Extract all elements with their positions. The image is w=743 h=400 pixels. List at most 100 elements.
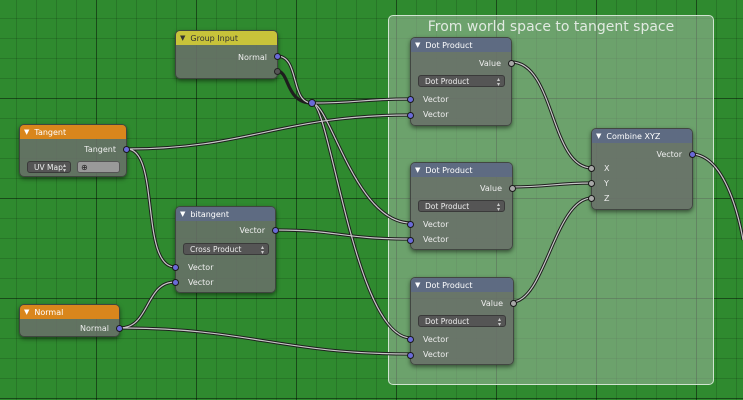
triangle-down-icon[interactable]: ▼	[596, 132, 602, 140]
input-label-vector: Vector	[188, 263, 214, 272]
updown-arrows-icon: ▴▾	[62, 162, 66, 174]
node-dot-product-1[interactable]: ▼ Dot Product Value Dot Product ▴▾ Vecto…	[407, 37, 515, 126]
socket-value-out[interactable]	[510, 300, 517, 307]
node-tangent[interactable]: ▼ Tangent Tangent UV Map ▴▾ ⊕	[19, 124, 130, 177]
node-title: Normal	[34, 307, 64, 317]
node-group-input[interactable]: ▼ Group Input Normal	[175, 30, 281, 79]
link	[126, 114, 412, 150]
input-label-vector: Vector	[188, 278, 214, 287]
link-shadow	[276, 69, 313, 105]
output-label-normal: Normal	[238, 53, 267, 62]
socket-x-in[interactable]	[588, 165, 595, 172]
link-shadow	[119, 326, 412, 356]
node-title: Dot Product	[425, 40, 473, 50]
socket-vector-out[interactable]	[272, 227, 279, 234]
node-title: Tangent	[34, 127, 67, 137]
node-combine-xyz[interactable]: ▼ Combine XYZ Vector X Y Z	[588, 128, 696, 210]
node-title: bitangent	[190, 209, 230, 219]
operation-dropdown[interactable]: Dot Product ▴▾	[418, 315, 506, 328]
node-title: Combine XYZ	[606, 131, 661, 141]
link	[276, 55, 313, 104]
node-title: Dot Product	[425, 280, 473, 290]
node-dot-product-2[interactable]: ▼ Dot Product Value Dot Product ▴▾ Vecto…	[407, 162, 516, 250]
link	[126, 148, 176, 268]
socket-value-out[interactable]	[508, 60, 515, 67]
socket-vector-in[interactable]	[407, 336, 414, 343]
input-label-y: Y	[604, 179, 609, 188]
triangle-down-icon[interactable]: ▼	[415, 41, 421, 49]
dropdown-value: Dot Product	[425, 76, 470, 86]
operation-dropdown[interactable]: Dot Product ▴▾	[418, 75, 505, 88]
socket-normal-out[interactable]	[116, 325, 123, 332]
input-label-x: X	[604, 164, 610, 173]
dropdown-value: Dot Product	[425, 201, 470, 211]
link	[119, 281, 176, 329]
socket-tangent-out[interactable]	[123, 146, 130, 153]
link-shadow	[126, 147, 176, 269]
node-title: Dot Product	[425, 165, 473, 175]
node-header[interactable]: ▼ Dot Product	[411, 38, 511, 52]
socket-vector-in[interactable]	[407, 96, 414, 103]
uv-map-dropdown[interactable]: UV Map ▴▾	[27, 161, 71, 174]
socket-value-out[interactable]	[509, 185, 516, 192]
frame-label: From world space to tangent space	[427, 19, 675, 35]
output-label-value: Value	[481, 299, 503, 308]
triangle-down-icon[interactable]: ▼	[180, 210, 186, 218]
socket-vector-in[interactable]	[407, 352, 414, 359]
reroute-node	[308, 99, 316, 107]
link-shadow	[126, 113, 412, 151]
input-label-vector: Vector	[423, 235, 449, 244]
dropdown-value: UV Map	[34, 162, 63, 172]
triangle-down-icon[interactable]: ▼	[24, 308, 30, 316]
operation-dropdown[interactable]: Cross Product ▴▾	[183, 243, 269, 256]
node-title: Group Input	[190, 33, 239, 43]
uv-map-icon: ⊕	[81, 163, 88, 172]
node-header[interactable]: ▼ Normal	[20, 305, 119, 319]
socket-empty-out[interactable]	[274, 68, 281, 75]
triangle-down-icon[interactable]: ▼	[415, 281, 421, 289]
updown-arrows-icon: ▴▾	[497, 316, 501, 328]
triangle-down-icon[interactable]: ▼	[24, 128, 30, 136]
link-shadow	[276, 54, 313, 105]
node-header[interactable]: ▼ bitangent	[176, 207, 275, 221]
link-shadow	[119, 280, 176, 330]
output-label-tangent: Tangent	[84, 145, 116, 154]
input-label-vector: Vector	[423, 110, 449, 119]
node-dot-product-3[interactable]: ▼ Dot Product Value Dot Product ▴▾ Vecto…	[407, 277, 517, 365]
socket-vector-in[interactable]	[172, 279, 179, 286]
node-header[interactable]: ▼ Group Input	[176, 31, 277, 45]
link	[119, 327, 412, 355]
output-label-normal: Normal	[80, 324, 109, 333]
socket-normal-out[interactable]	[274, 53, 281, 60]
node-header[interactable]: ▼ Combine XYZ	[592, 129, 692, 143]
node-header[interactable]: ▼ Tangent	[20, 125, 126, 139]
socket-vector-in[interactable]	[172, 264, 179, 271]
socket-vector-in[interactable]	[407, 112, 414, 119]
dropdown-value: Dot Product	[425, 316, 470, 326]
input-label-vector: Vector	[423, 95, 449, 104]
node-header[interactable]: ▼ Dot Product	[411, 163, 512, 177]
socket-vector-in[interactable]	[407, 237, 414, 244]
node-normal[interactable]: ▼ Normal Normal	[19, 304, 123, 337]
socket-y-in[interactable]	[588, 180, 595, 187]
triangle-down-icon[interactable]: ▼	[415, 166, 421, 174]
output-label-vector: Vector	[239, 226, 266, 235]
output-label-value: Value	[480, 184, 502, 193]
input-label-vector: Vector	[423, 220, 449, 229]
input-label-z: Z	[604, 194, 610, 203]
socket-vector-out[interactable]	[689, 151, 696, 158]
uv-map-field[interactable]: ⊕	[77, 161, 120, 173]
input-label-vector: Vector	[423, 335, 449, 344]
updown-arrows-icon: ▴▾	[260, 244, 264, 256]
dropdown-value: Cross Product	[190, 244, 242, 254]
operation-dropdown[interactable]: Dot Product ▴▾	[418, 200, 505, 213]
node-header[interactable]: ▼ Dot Product	[411, 278, 513, 292]
socket-vector-in[interactable]	[407, 221, 414, 228]
output-label-vector: Vector	[656, 150, 683, 159]
socket-z-in[interactable]	[588, 195, 595, 202]
updown-arrows-icon: ▴▾	[496, 201, 500, 213]
updown-arrows-icon: ▴▾	[496, 76, 500, 88]
node-bitangent[interactable]: ▼ bitangent Vector Cross Product ▴▾ Vect…	[172, 206, 279, 293]
input-label-vector: Vector	[423, 350, 449, 359]
triangle-down-icon[interactable]: ▼	[180, 34, 186, 42]
